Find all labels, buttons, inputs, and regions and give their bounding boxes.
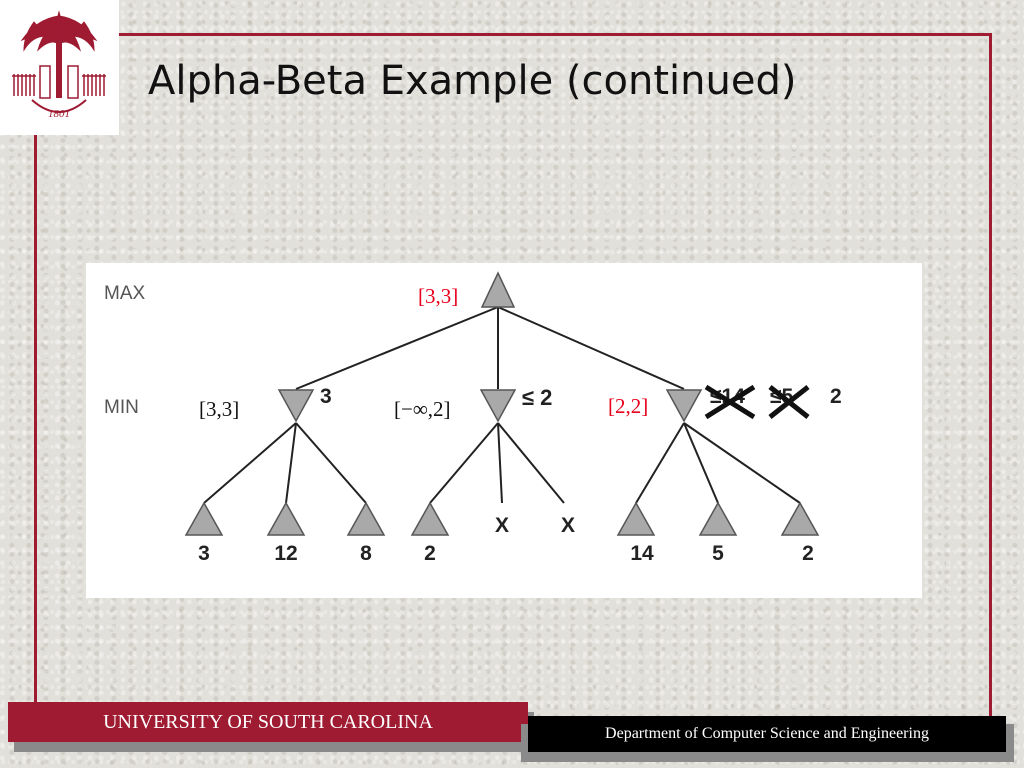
pruned-leaf-mark: X (495, 514, 509, 537)
pruned-leaf-mark: X (561, 514, 575, 537)
edge (497, 306, 685, 390)
frame-left-rule (34, 134, 37, 702)
min-level-label: MIN (104, 397, 139, 418)
min-node-1-interval: [3,3] (199, 397, 239, 421)
frame-right-rule (989, 33, 992, 717)
min-node (277, 389, 315, 423)
alpha-beta-tree-diagram: MAX MIN [3,3] [3,3] 3 [−∞,2] ≤ 2 [2,2] ≤… (86, 263, 922, 598)
min-node-2-interval: [−∞,2] (394, 397, 451, 421)
min-node (479, 389, 517, 423)
footer-department-name: Department of Computer Science and Engin… (528, 716, 1006, 752)
leaf-value: 2 (424, 542, 436, 565)
leaf-node (184, 501, 224, 536)
edge (429, 422, 499, 504)
leaf-node (266, 501, 306, 536)
edge (497, 422, 565, 504)
leaf-node (346, 501, 386, 536)
root-interval: [3,3] (418, 284, 458, 308)
edge (683, 422, 719, 504)
edge (203, 422, 297, 504)
leaf-node (410, 501, 450, 536)
leaf-value: 2 (802, 542, 814, 565)
logo-year: 1801 (48, 108, 70, 120)
footer-university-name: UNIVERSITY OF SOUTH CAROLINA (8, 702, 528, 742)
tree-svg: MAX MIN [3,3] [3,3] 3 [−∞,2] ≤ 2 [2,2] ≤… (104, 271, 842, 565)
edge (683, 422, 801, 504)
leaf-value: 5 (712, 542, 724, 565)
edge (285, 422, 297, 504)
min-node-1-value: 3 (320, 385, 332, 408)
min-node-3-interval: [2,2] (608, 394, 648, 418)
leaf-node (616, 501, 656, 536)
leaf-value: 12 (274, 542, 297, 565)
edge (635, 422, 685, 504)
max-node (480, 271, 516, 308)
strike-out-mark (768, 385, 810, 419)
edge (295, 306, 499, 390)
edge (497, 422, 503, 504)
palmetto-logo-icon: 1801 (12, 10, 106, 120)
leaf-value: 8 (360, 542, 372, 565)
edge (295, 422, 367, 504)
leaf-value: 3 (198, 542, 210, 565)
university-logo: 1801 (0, 0, 119, 135)
min-node-3-value: 2 (830, 385, 842, 408)
frame-top-rule (118, 33, 992, 36)
min-node-2-value: ≤ 2 (522, 385, 552, 410)
leaf-value: 14 (630, 542, 654, 565)
max-level-label: MAX (104, 283, 146, 304)
min-node-3-crossed-bound-1: ≤14 (710, 385, 745, 408)
strike-out-mark (704, 384, 756, 420)
leaf-node (698, 501, 738, 536)
min-node (665, 389, 703, 423)
tree-edges (203, 306, 801, 504)
leaf-node (780, 501, 820, 536)
slide-title: Alpha-Beta Example (continued) (148, 58, 797, 104)
